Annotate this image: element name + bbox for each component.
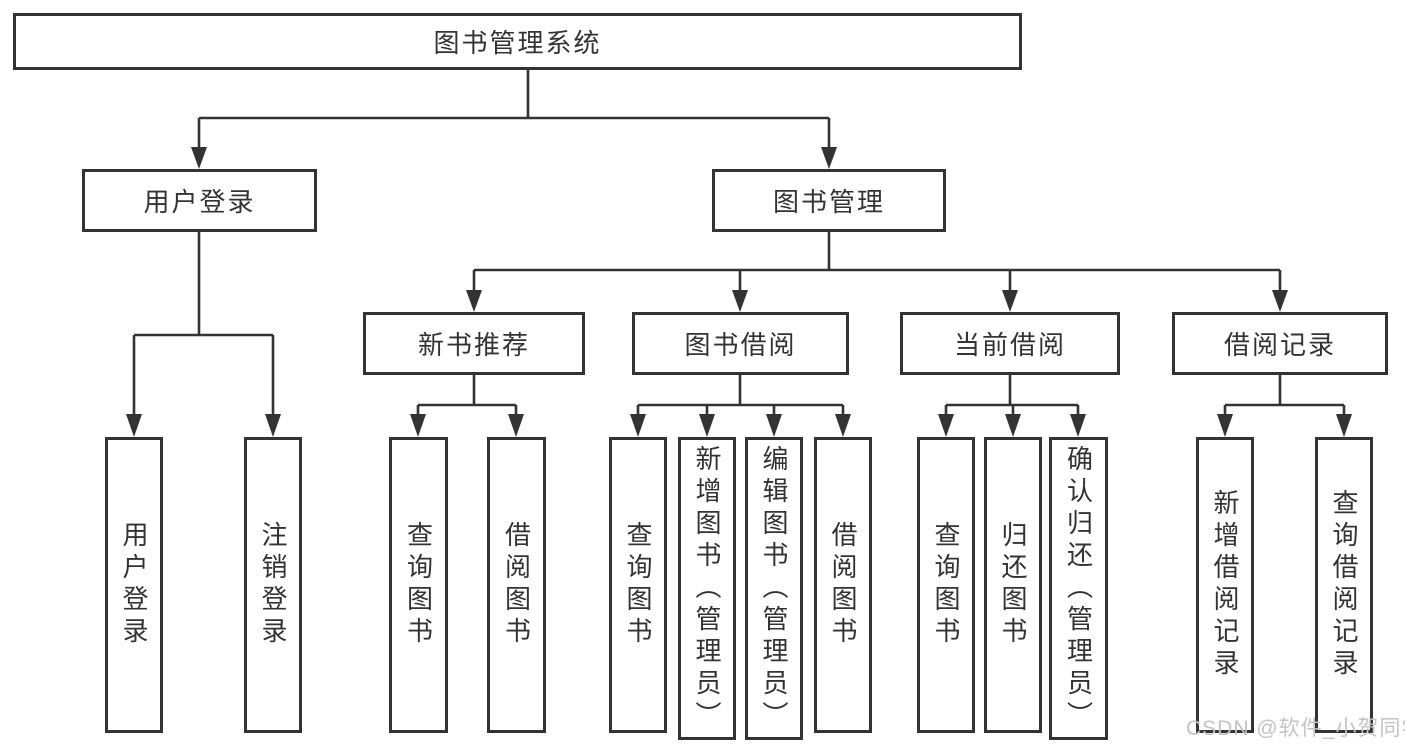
connector-borrow-records <box>1223 375 1346 417</box>
arrowhead-book-management <box>821 147 837 169</box>
leaf-add-borrow-record: 新增借阅记录 <box>1196 437 1254 733</box>
node-book-borrow: 图书借阅 <box>632 312 849 375</box>
leaf-add-book-admin: 新增图书（管理员） <box>678 437 736 740</box>
connector-user-login <box>132 232 275 417</box>
node-book-management: 图书管理 <box>712 169 946 232</box>
arrowhead-new-book-recommend <box>466 290 482 312</box>
arrowhead-leaf-user-login <box>126 414 142 437</box>
watermark: CSDN @软件_小贺同学 <box>1186 717 1405 740</box>
node-current-borrow: 当前借阅 <box>900 312 1120 375</box>
connector-book-borrow <box>636 375 845 417</box>
arrowhead-current-borrow <box>1002 290 1018 312</box>
leaf-borrow-books-2: 借阅图书 <box>814 437 872 733</box>
arrowhead-edit-book-admin <box>766 414 782 437</box>
arrowhead-query-borrow-record <box>1336 414 1352 437</box>
node-root: 图书管理系统 <box>13 13 1022 70</box>
node-borrow-records: 借阅记录 <box>1172 312 1388 375</box>
leaf-logout: 注销登录 <box>244 437 302 733</box>
arrowhead-query-books-2 <box>630 414 646 437</box>
arrowhead-leaf-logout <box>265 414 281 437</box>
node-new-book-recommend: 新书推荐 <box>363 312 585 375</box>
connector-current-borrow <box>944 375 1080 417</box>
leaf-edit-book-admin: 编辑图书（管理员） <box>745 437 803 740</box>
arrowhead-return-books <box>1005 414 1021 437</box>
leaf-user-login: 用户登录 <box>105 437 163 733</box>
arrowhead-confirm-return-admin <box>1070 414 1086 437</box>
connector-new-book-recommend <box>416 375 518 417</box>
leaf-return-books: 归还图书 <box>984 437 1042 733</box>
arrowhead-borrow-books-2 <box>835 414 851 437</box>
leaf-confirm-return-admin: 确认归还（管理员） <box>1049 437 1108 740</box>
leaf-borrow-books-1: 借阅图书 <box>487 437 546 733</box>
leaf-query-books-2: 查询图书 <box>609 437 667 733</box>
leaf-query-books-3: 查询图书 <box>917 437 975 733</box>
arrowhead-add-borrow-record <box>1217 414 1233 437</box>
connector-root <box>197 70 831 149</box>
arrowhead-user-login <box>191 147 207 169</box>
arrowhead-query-books-1 <box>410 414 426 437</box>
arrowhead-book-borrow <box>732 290 748 312</box>
arrowhead-borrow-records <box>1272 290 1288 312</box>
arrowhead-borrow-books-1 <box>508 414 524 437</box>
leaf-query-borrow-record: 查询借阅记录 <box>1315 437 1373 733</box>
arrowhead-add-book-admin <box>699 414 715 437</box>
connector-book-management <box>472 232 1282 292</box>
leaf-query-books-1: 查询图书 <box>389 437 448 733</box>
node-user-login: 用户登录 <box>82 169 317 232</box>
arrowhead-query-books-3 <box>938 414 954 437</box>
